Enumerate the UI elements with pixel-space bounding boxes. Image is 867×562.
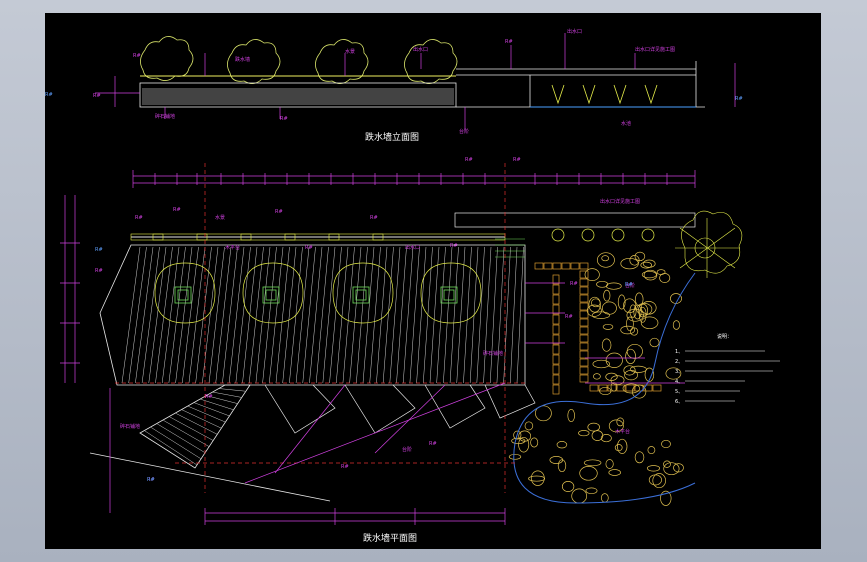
cad-drawing: R# 跌水墙 水景 出水口 R# 出水口 出水口详见施工图 碎石铺地 R# 台阶… [45,28,780,544]
svg-text:R#: R# [625,282,633,288]
svg-text:R#: R# [135,215,143,221]
drawing-canvas[interactable]: R# 跌水墙 水景 出水口 R# 出水口 出水口详见施工图 碎石铺地 R# 台阶… [45,13,821,549]
svg-text:R#: R# [570,281,578,287]
svg-text:木平台: 木平台 [615,428,630,435]
svg-text:台阶: 台阶 [459,128,469,135]
svg-text:1、: 1、 [675,349,683,355]
svg-text:碎石铺地: 碎石铺地 [120,423,140,430]
svg-text:R#: R# [205,394,213,400]
svg-text:台阶: 台阶 [625,282,635,289]
svg-text:R#: R# [305,245,313,251]
svg-text:碎石铺地: 碎石铺地 [155,113,175,120]
svg-text:台阶: 台阶 [402,446,412,453]
svg-text:跌水墙: 跌水墙 [235,56,250,63]
svg-text:水景: 水景 [215,214,225,221]
svg-text:出水口: 出水口 [405,244,420,251]
svg-text:R#: R# [147,477,155,483]
svg-text:R#: R# [370,215,378,221]
svg-text:木平台: 木平台 [225,244,240,251]
svg-text:R#: R# [280,116,288,122]
svg-text:R#: R# [45,92,53,98]
svg-text:R#: R# [147,477,155,483]
svg-text:6、: 6、 [675,399,683,405]
svg-text:R#: R# [565,314,573,320]
svg-text:R#: R# [450,243,458,249]
elevation-view: R# 跌水墙 水景 出水口 R# 出水口 出水口详见施工图 碎石铺地 R# 台阶… [93,28,736,143]
svg-text:R#: R# [95,268,103,274]
elevation-title: 跌水墙立面图 [365,131,419,143]
svg-text:出水口: 出水口 [413,46,428,53]
svg-text:R#: R# [429,441,437,447]
svg-text:R#: R# [465,157,473,163]
svg-text:碎石铺地: 碎石铺地 [483,350,503,357]
notes-label: 说明： [717,333,732,340]
svg-text:3、: 3、 [675,369,683,375]
svg-text:R#: R# [173,207,181,213]
svg-text:出水口详见施工图: 出水口详见施工图 [635,46,675,53]
svg-text:R#: R# [505,39,513,45]
svg-text:R#: R# [275,209,283,215]
svg-text:2、: 2、 [675,359,683,365]
svg-text:水池: 水池 [621,120,631,127]
plan-title: 跌水墙平面图 [363,532,417,544]
svg-text:R#: R# [93,93,101,99]
elevation-trees [140,36,458,84]
svg-text:出水口详见施工图: 出水口详见施工图 [600,198,640,205]
svg-text:5、: 5、 [675,389,683,395]
plan-view: R# R# 水景 R# R# R# R# 出水口详见施工图 木平台 R# 出水口… [45,92,780,544]
svg-text:4、: 4、 [675,379,683,385]
svg-text:R#: R# [341,464,349,470]
svg-text:出水口: 出水口 [567,28,582,35]
svg-text:水景: 水景 [345,48,355,55]
svg-text:R#: R# [95,247,103,253]
svg-text:R#: R# [133,53,141,59]
svg-text:R#: R# [513,157,521,163]
svg-text:R#: R# [735,96,743,102]
